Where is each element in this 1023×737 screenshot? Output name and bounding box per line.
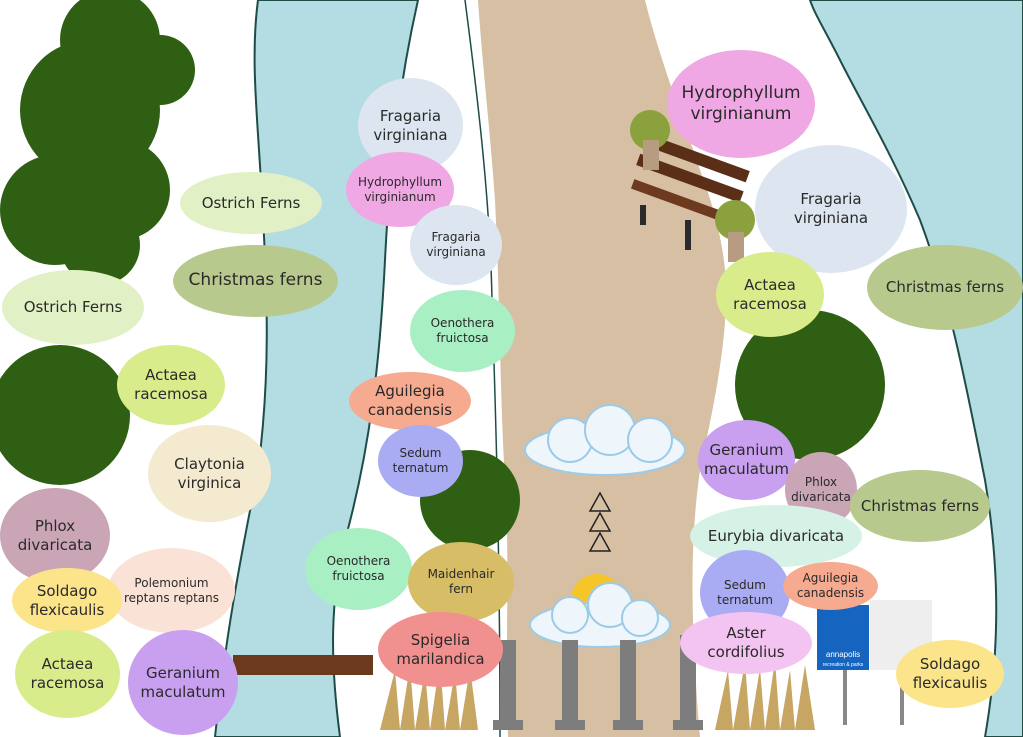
plant-label: Fragaria virginiana [755,145,907,273]
plant-label: Geranium maculatum [698,420,795,500]
plant-label: Phlox divaricata [0,488,110,583]
cloud-icon [524,404,686,476]
plant-label: Aguilegia canadensis [349,372,471,430]
plant-label: Claytonia virginica [148,425,271,522]
svg-text:recreation & parks: recreation & parks [823,662,864,668]
plant-label: Christmas ferns [867,245,1023,330]
plant-label: Soldago flexicaulis [12,568,122,633]
plant-label: Soldago flexicaulis [896,640,1004,708]
bench-icon [630,133,750,250]
plant-label: Eurybia divaricata [690,505,862,567]
plant-label: Actaea racemosa [117,345,225,425]
plant-label: Sedum ternatum [378,425,463,497]
plant-label: Hydrophyllum virginianum [346,152,454,227]
plant-label: Oenothera fruictosa [410,290,515,372]
tree-icon [735,310,885,460]
plant-label: Actaea racemosa [716,252,824,337]
plant-label: Ostrich Ferns [180,172,322,234]
plant-label: Aguilegia canadensis [783,562,878,610]
plant-label: Maidenhair fern [408,542,514,622]
plant-label: Christmas ferns [850,470,990,542]
plant-label: Oenothera fruictosa [305,528,412,610]
plant-label: Spigelia marilandica [378,612,503,687]
cloud-icon [529,582,671,648]
svg-text:annapolis: annapolis [826,650,860,659]
boardwalk [233,655,373,675]
plant-label: Aster cordifolius [680,612,812,674]
grass-icon [380,660,815,730]
planter-icon [630,110,755,262]
tree-icon [0,0,195,285]
plant-label: Actaea racemosa [15,630,120,718]
plant-label: Fragaria virginiana [410,205,502,285]
walking-path [478,0,726,737]
tree-icon [0,345,130,485]
plant-label: Polemonium reptans reptans [108,548,235,633]
plant-label: Ostrich Ferns [2,270,144,345]
triangle-icon [588,491,612,552]
bollard-icon [493,635,703,730]
plant-label: Christmas ferns [173,245,338,317]
plant-label: Hydrophyllum virginianum [667,50,815,158]
plant-label: Geranium maculatum [128,630,238,735]
